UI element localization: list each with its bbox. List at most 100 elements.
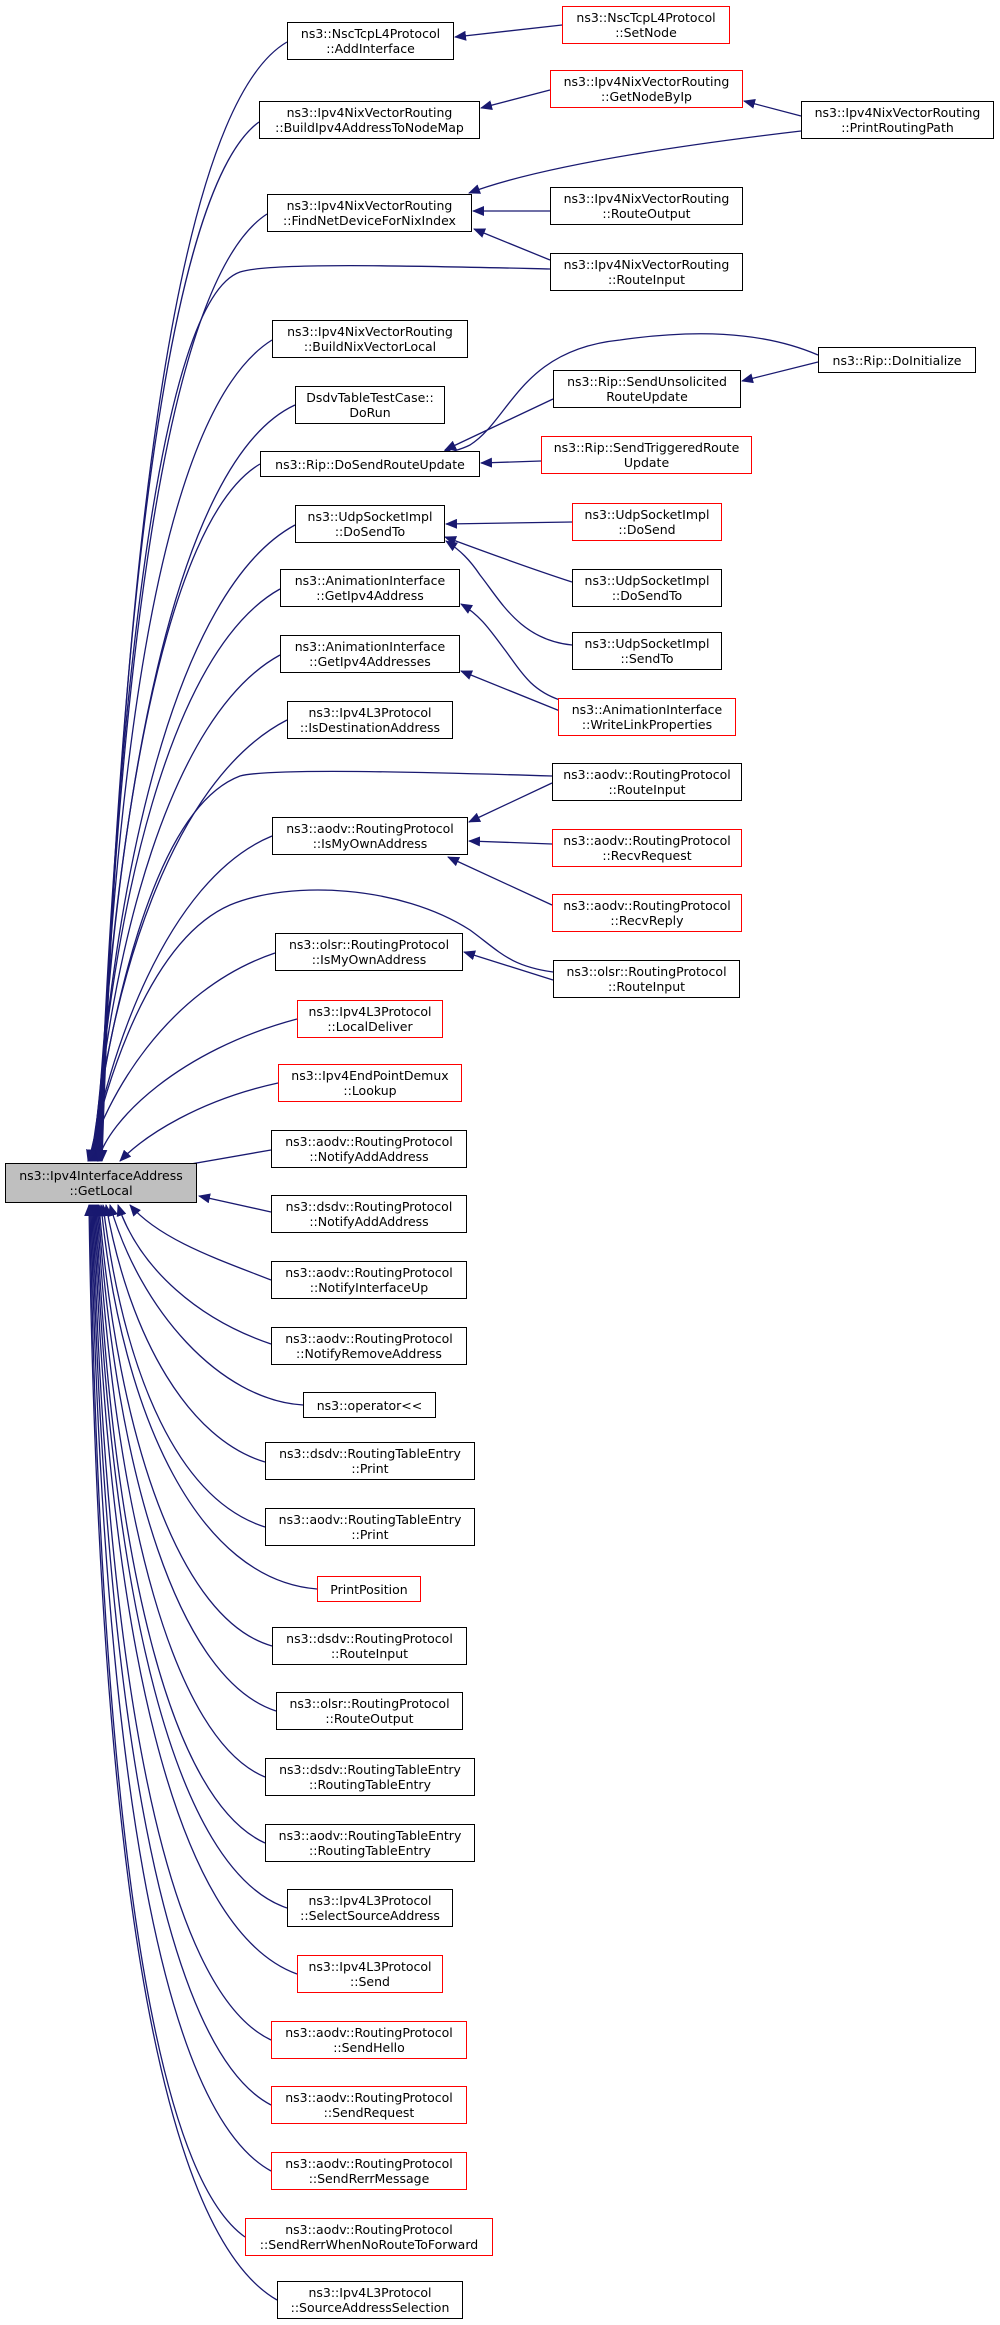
edge-sendrerrnoroute-to-getlocal xyxy=(85,1204,246,2238)
edge-aodvismyown-to-getlocal xyxy=(86,835,273,1162)
node-aodv-routingprotocol-recvreply[interactable]: ns3::aodv::RoutingProtocol ::RecvReply xyxy=(552,894,742,932)
node-olsr-routingprotocol-routeoutput[interactable]: ns3::olsr::RoutingProtocol ::RouteOutput xyxy=(276,1692,463,1730)
edge-unsolicited-to-dosend xyxy=(444,398,554,451)
node-ipv4nixvectorrouting-routeoutput[interactable]: ns3::Ipv4NixVectorRouting ::RouteOutput xyxy=(550,187,743,225)
node-ipv4nixvectorrouting-findnetdevicefornixindex[interactable]: ns3::Ipv4NixVectorRouting ::FindNetDevic… xyxy=(267,194,472,232)
edge-udpdosendto2-to-udpdosendto xyxy=(444,536,573,583)
node-aodv-routingprotocol-notifyinterfaceup[interactable]: ns3::aodv::RoutingProtocol ::NotifyInter… xyxy=(271,1261,467,1299)
node-aodv-routingprotocol-routeinput[interactable]: ns3::aodv::RoutingProtocol ::RouteInput xyxy=(552,763,742,801)
node-nsctcpl4protocol-setnode[interactable]: ns3::NscTcpL4Protocol ::SetNode xyxy=(562,6,730,44)
node-aodv-routingtableentry-print[interactable]: ns3::aodv::RoutingTableEntry ::Print xyxy=(265,1508,475,1546)
node-ipv4l3protocol-send[interactable]: ns3::Ipv4L3Protocol ::Send xyxy=(297,1955,443,1993)
node-nsctcpl4protocol-addinterface[interactable]: ns3::NscTcpL4Protocol ::AddInterface xyxy=(287,22,454,60)
node-ipv4nixvectorrouting-getnodebyip[interactable]: ns3::Ipv4NixVectorRouting ::GetNodeByIp xyxy=(550,70,743,108)
node-ipv4l3protocol-sourceaddressselection[interactable]: ns3::Ipv4L3Protocol ::SourceAddressSelec… xyxy=(277,2281,463,2319)
edge-nixrouteinput-to-getlocal xyxy=(94,264,551,1162)
node-dsdv-routingtableentry-print[interactable]: ns3::dsdv::RoutingTableEntry ::Print xyxy=(265,1442,475,1480)
edge-printpath-to-findnet xyxy=(468,130,802,194)
node-ipv4nixvectorrouting-buildipv4addresstonodemap[interactable]: ns3::Ipv4NixVectorRouting ::BuildIpv4Add… xyxy=(259,101,480,139)
edge-printpath-to-getnodebyip xyxy=(743,98,802,117)
edge-nixrouteinput-to-findnet xyxy=(473,228,551,261)
edge-sendhello-to-getlocal xyxy=(88,1204,272,2041)
edge-dsdvrtector-to-getlocal xyxy=(92,1204,266,1778)
edge-aodvnotifyrem-to-getlocal xyxy=(116,1204,272,1345)
node-udpsocketimpl-dosendto[interactable]: ns3::UdpSocketImpl ::DoSendTo xyxy=(295,505,445,543)
node-aodv-routingprotocol-sendrerrwhennoroutetoforward[interactable]: ns3::aodv::RoutingProtocol ::SendRerrWhe… xyxy=(245,2218,493,2256)
edge-layer xyxy=(84,24,819,2301)
node-ipv4interfaceaddress-getlocal: ns3::Ipv4InterfaceAddress ::GetLocal xyxy=(5,1163,197,1203)
edge-operatorshift-to-getlocal xyxy=(108,1204,304,1406)
node-ipv4l3protocol-localdeliver[interactable]: ns3::Ipv4L3Protocol ::LocalDeliver xyxy=(297,1000,443,1038)
edge-aodvrteprint-to-getlocal xyxy=(99,1204,266,1528)
node-olsr-routingprotocol-ismyownaddress[interactable]: ns3::olsr::RoutingProtocol ::IsMyOwnAddr… xyxy=(275,933,463,971)
node-rip-sendtriggeredrouteupdate[interactable]: ns3::Rip::SendTriggeredRoute Update xyxy=(541,436,752,474)
edge-dsdvrouteinput-to-getlocal xyxy=(94,1204,273,1647)
edge-doinit-to-dosend xyxy=(439,333,819,457)
edge-getipv4addresses-to-getlocal xyxy=(88,654,281,1162)
node-olsr-routingprotocol-routeinput[interactable]: ns3::olsr::RoutingProtocol ::RouteInput xyxy=(553,960,740,998)
edge-selectsource-to-getlocal xyxy=(90,1204,288,1909)
node-aodv-routingprotocol-ismyownaddress[interactable]: ns3::aodv::RoutingProtocol ::IsMyOwnAddr… xyxy=(272,817,468,855)
node-dsdv-routingprotocol-notifyaddaddress[interactable]: ns3::dsdv::RoutingProtocol ::NotifyAddAd… xyxy=(271,1195,467,1233)
edge-findnet-to-getlocal xyxy=(95,213,268,1162)
node-printposition[interactable]: PrintPosition xyxy=(317,1576,421,1602)
node-ipv4nixvectorrouting-buildnixvectorlocal[interactable]: ns3::Ipv4NixVectorRouting ::BuildNixVect… xyxy=(272,320,468,358)
node-aodv-routingprotocol-sendhello[interactable]: ns3::aodv::RoutingProtocol ::SendHello xyxy=(271,2021,467,2059)
node-ipv4endpointdemux-lookup[interactable]: ns3::Ipv4EndPointDemux ::Lookup xyxy=(278,1064,462,1102)
edge-getipv4address-to-getlocal xyxy=(89,588,281,1162)
edge-buildmap-to-getlocal xyxy=(96,121,260,1162)
edge-aodvrouteinput-to-ismyown xyxy=(468,782,553,823)
edge-sendrerr-to-getlocal xyxy=(86,1204,272,2172)
node-aodv-routingprotocol-notifyaddaddress[interactable]: ns3::aodv::RoutingProtocol ::NotifyAddAd… xyxy=(271,1130,467,1168)
node-rip-doinitialize[interactable]: ns3::Rip::DoInitialize xyxy=(818,347,976,373)
node-aodv-routingprotocol-sendrerrmessage[interactable]: ns3::aodv::RoutingProtocol ::SendRerrMes… xyxy=(271,2152,467,2190)
node-udpsocketimpl-dosend[interactable]: ns3::UdpSocketImpl ::DoSend xyxy=(572,503,722,541)
edge-aodvrtector-to-getlocal xyxy=(91,1204,266,1844)
edge-doinit-to-unsolicited xyxy=(741,361,819,384)
node-udpsocketimpl-dosendto-caller[interactable]: ns3::UdpSocketImpl ::DoSendTo xyxy=(572,569,722,607)
node-ipv4nixvectorrouting-routeinput[interactable]: ns3::Ipv4NixVectorRouting ::RouteInput xyxy=(550,253,743,291)
edge-l3send-to-getlocal xyxy=(89,1204,298,1975)
edge-olsrrouteinput-to-getlocal xyxy=(86,889,554,1162)
edge-dosendrouteupdate-to-getlocal xyxy=(91,463,261,1162)
edge-writelink-to-getipv4address xyxy=(460,603,561,701)
edge-localdeliver-to-getlocal xyxy=(95,1018,298,1162)
node-operator-shift[interactable]: ns3::operator<< xyxy=(303,1392,436,1418)
edge-udpsendto-to-udpdosendto xyxy=(445,540,573,646)
edge-olsrrouteoutput-to-getlocal xyxy=(93,1204,277,1712)
node-animationinterface-writelinkproperties[interactable]: ns3::AnimationInterface ::WriteLinkPrope… xyxy=(558,698,736,736)
node-dsdv-routingtableentry-routingtableentry[interactable]: ns3::dsdv::RoutingTableEntry ::RoutingTa… xyxy=(265,1758,475,1796)
node-aodv-routingtableentry-routingtableentry[interactable]: ns3::aodv::RoutingTableEntry ::RoutingTa… xyxy=(265,1824,475,1862)
edge-dsdvnotifyadd-to-getlocal xyxy=(198,1193,272,1213)
node-aodv-routingprotocol-recvrequest[interactable]: ns3::aodv::RoutingProtocol ::RecvRequest xyxy=(552,829,742,867)
node-aodv-routingprotocol-notifyremoveaddress[interactable]: ns3::aodv::RoutingProtocol ::NotifyRemov… xyxy=(271,1327,467,1365)
node-dsdvtabletestcase-dorun[interactable]: DsdvTableTestCase:: DoRun xyxy=(295,386,445,424)
edge-aodvrouteinput-to-getlocal xyxy=(87,770,553,1162)
node-ipv4nixvectorrouting-printroutingpath[interactable]: ns3::Ipv4NixVectorRouting ::PrintRouting… xyxy=(801,101,994,139)
edge-olsrismyown-to-getlocal xyxy=(86,952,276,1162)
edge-udpdosend-to-udpdosendto xyxy=(445,518,573,529)
node-rip-sendunsolicitedrouteupdate[interactable]: ns3::Rip::SendUnsolicited RouteUpdate xyxy=(553,370,741,408)
node-udpsocketimpl-sendto[interactable]: ns3::UdpSocketImpl ::SendTo xyxy=(572,632,722,670)
edge-addinterface-to-getlocal xyxy=(97,41,288,1162)
edge-lookup-to-getlocal xyxy=(119,1082,279,1162)
node-dsdv-routingprotocol-routeinput[interactable]: ns3::dsdv::RoutingProtocol ::RouteInput xyxy=(272,1627,467,1665)
node-ipv4l3protocol-isdestinationaddress[interactable]: ns3::Ipv4L3Protocol ::IsDestinationAddre… xyxy=(287,701,453,739)
edge-dsdvrteprint-to-getlocal xyxy=(103,1204,266,1463)
node-ipv4l3protocol-selectsourceaddress[interactable]: ns3::Ipv4L3Protocol ::SelectSourceAddres… xyxy=(287,1889,453,1927)
node-rip-dosendrouteupdate[interactable]: ns3::Rip::DoSendRouteUpdate xyxy=(260,451,480,477)
edge-aodvnotifyup-to-getlocal xyxy=(129,1204,272,1281)
node-animationinterface-getipv4address[interactable]: ns3::AnimationInterface ::GetIpv4Address xyxy=(280,569,460,607)
edge-sendrequest-to-getlocal xyxy=(87,1204,272,2106)
edge-triggered-to-dosend xyxy=(480,457,542,468)
edge-getnodebyip-to-buildmap xyxy=(480,89,551,111)
edge-sourceselection-to-getlocal xyxy=(84,1204,278,2301)
edge-setnode-to-addinterface xyxy=(454,24,563,41)
edge-printposition-to-getlocal xyxy=(97,1204,318,1590)
edge-recvrequest-to-ismyown xyxy=(468,836,553,847)
edge-recvreply-to-ismyown xyxy=(447,856,553,906)
node-animationinterface-getipv4addresses[interactable]: ns3::AnimationInterface ::GetIpv4Address… xyxy=(280,635,460,673)
node-aodv-routingprotocol-sendrequest[interactable]: ns3::aodv::RoutingProtocol ::SendRequest xyxy=(271,2086,467,2124)
edge-writelink-to-getipv4addresses xyxy=(460,670,561,712)
